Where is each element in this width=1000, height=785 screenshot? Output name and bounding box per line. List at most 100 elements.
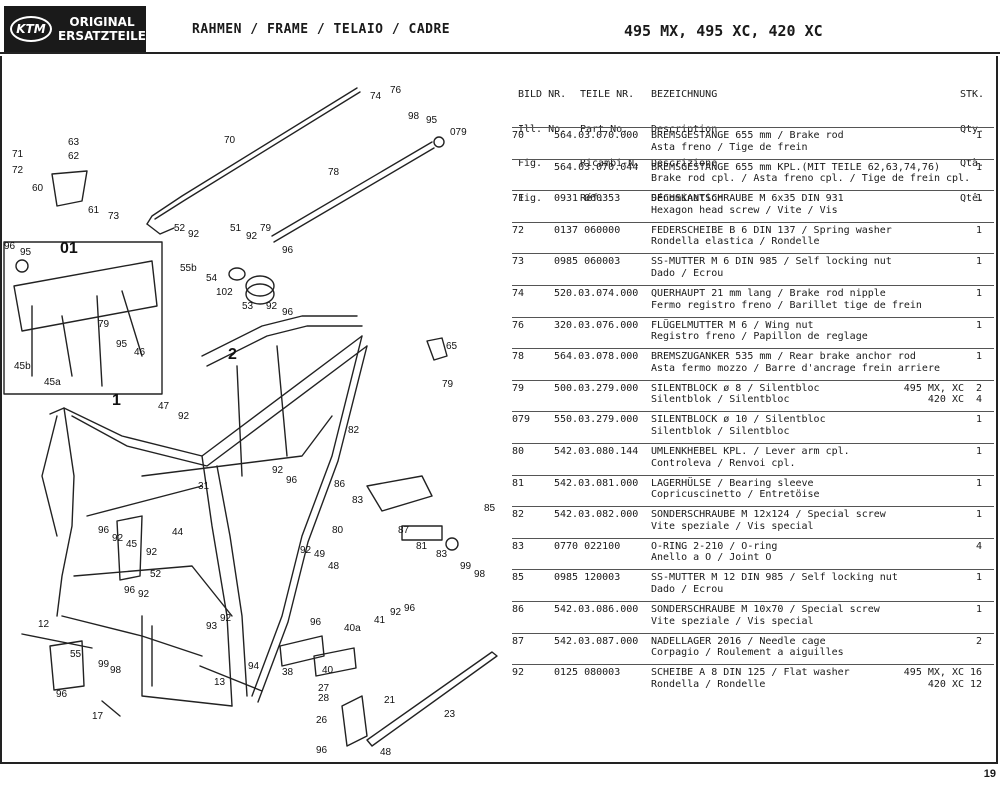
- row-divider: [512, 190, 994, 192]
- col-qty-de: STK.: [960, 89, 985, 100]
- col-part-en: Part No.: [580, 123, 629, 135]
- col-qty-it: Qtà.: [960, 158, 985, 169]
- fig-number: 70: [512, 130, 525, 141]
- description-line-1: SECHSKANTSCHRAUBE M 6x35 DIN 931: [651, 193, 844, 205]
- row-divider: [512, 127, 994, 128]
- description-line-2: Hexagon head screw / Vite / Vis: [651, 204, 838, 216]
- description-line-2: Dado / Ecrou: [651, 583, 724, 595]
- callout-65: 65: [446, 341, 458, 352]
- callout-92: 92: [246, 231, 258, 242]
- description-line-2: Registro freno / Papillon de reglage: [651, 331, 868, 343]
- callout-40: 40: [322, 665, 334, 676]
- col-qty-fr: Qtê.: [960, 192, 985, 204]
- callout-102: 102: [216, 287, 233, 298]
- model-variant-2: 420 XC: [927, 678, 964, 690]
- col-desc-en: Description: [651, 123, 718, 135]
- callout-60: 60: [32, 183, 44, 194]
- column-header-part: TEILE NR. Part No. Ricambi-N. Réf.: [580, 66, 640, 227]
- description-line-2: Corpagio / Roulement a aiguilles: [651, 647, 844, 659]
- quantity: 1: [975, 319, 982, 331]
- part-number: 542.03.081.000: [554, 477, 639, 489]
- part-number: 542.03.086.000: [554, 604, 639, 615]
- description-line-1: SILENTBLOCK ø 8 / Silentbloc: [651, 382, 820, 394]
- callout-44: 44: [172, 527, 184, 538]
- callout-92: 92: [146, 547, 158, 558]
- callout-96: 96: [282, 245, 294, 256]
- description-line-1: LAGERHÜLSE / Bearing sleeve: [651, 477, 814, 489]
- quantity: 1: [975, 477, 982, 489]
- callout-92: 92: [138, 589, 150, 600]
- logo-text: ORIGINAL ERSATZTEILE: [58, 15, 146, 43]
- callout-92: 92: [266, 301, 278, 312]
- fig-number: 92: [512, 667, 525, 679]
- fig-number: 78: [512, 351, 525, 363]
- callout-85: 85: [484, 503, 496, 514]
- callout-23: 23: [444, 709, 456, 720]
- fig-number: 81: [512, 477, 525, 489]
- callout-73: 73: [108, 211, 120, 222]
- description-line-1: UMLENKHEBEL KPL. / Lever arm cpl.: [651, 446, 850, 457]
- description-line-1: SS-MUTTER M 12 DIN 985 / Self locking nu…: [651, 572, 898, 584]
- col-desc-de: BEZEICHNUNG: [651, 89, 718, 100]
- description-line-2: Rondella elastica / Rondelle: [651, 236, 820, 248]
- row-divider: [512, 443, 994, 444]
- exploded-frame-diagram: 74 76 98 95 079 70 63 71 62 72 60 61 73 …: [2, 56, 508, 762]
- part-number: 0137 060000: [554, 224, 621, 236]
- row-divider: [512, 474, 994, 476]
- fig-number: 72: [512, 224, 525, 236]
- header-divider: [0, 52, 1000, 54]
- row-divider: [512, 411, 994, 413]
- callout-92: 92: [178, 411, 190, 422]
- quantity: 1: [975, 224, 982, 236]
- row-divider: [512, 379, 994, 381]
- callout-1: 1: [112, 392, 121, 409]
- callout-81: 81: [416, 541, 428, 552]
- row-divider: [512, 632, 994, 634]
- description-line-2: Fermo registro freno / Barillet tige de …: [651, 299, 922, 311]
- fig-number: 82: [512, 509, 525, 521]
- callout-61: 61: [88, 205, 100, 216]
- description-line-1: BREMSGESTANGE 655 mm KPL.(MIT TEILE 62,6…: [651, 161, 940, 173]
- page-frame: [0, 56, 998, 764]
- callout-28: 28: [318, 693, 330, 704]
- callout-96: 96: [282, 307, 294, 318]
- callout-45b: 45b: [14, 361, 31, 372]
- fig-number: 71: [512, 193, 525, 205]
- callout-79: 79: [98, 319, 110, 330]
- callout-31: 31: [198, 481, 210, 492]
- callout-79: 79: [260, 223, 272, 234]
- description-line-1: SS-MUTTER M 6 DIN 985 / Self locking nut: [651, 256, 892, 268]
- description-line-2: Vite speziale / Vis special: [651, 520, 814, 532]
- callout-71: 71: [12, 149, 24, 160]
- description-line-1: SONDERSCHRAUBE M 12x124 / Special screw: [651, 509, 886, 521]
- model-variant-1: 495 MX, XC: [903, 667, 964, 679]
- part-number: 0985 060003: [554, 256, 621, 268]
- callout-99: 99: [98, 659, 110, 670]
- description-line-1: QUERHAUPT 21 mm lang / Brake rod nipple: [651, 288, 886, 299]
- quantity-alt: 4: [975, 394, 982, 406]
- description-line-1: BREMSGESTANGE 655 mm / Brake rod: [651, 130, 844, 141]
- callout-27: 27: [318, 683, 330, 694]
- row-divider: [512, 537, 994, 539]
- callout-45a: 45a: [44, 377, 61, 388]
- callout-92: 92: [390, 607, 402, 618]
- col-qty-en: Qty.: [960, 123, 985, 135]
- callout-94: 94: [248, 661, 260, 672]
- fig-number: 83: [512, 540, 525, 552]
- column-header-desc: BEZEICHNUNG Description Descrizione Déno…: [651, 66, 723, 227]
- callout-26: 26: [316, 715, 328, 726]
- callout-95: 95: [20, 247, 32, 258]
- callout-63: 63: [68, 137, 80, 148]
- description-line-2: Dado / Ecrou: [651, 267, 724, 279]
- row-divider: [512, 221, 994, 223]
- page-title: RAHMEN / FRAME / TELAIO / CADRE: [192, 22, 451, 37]
